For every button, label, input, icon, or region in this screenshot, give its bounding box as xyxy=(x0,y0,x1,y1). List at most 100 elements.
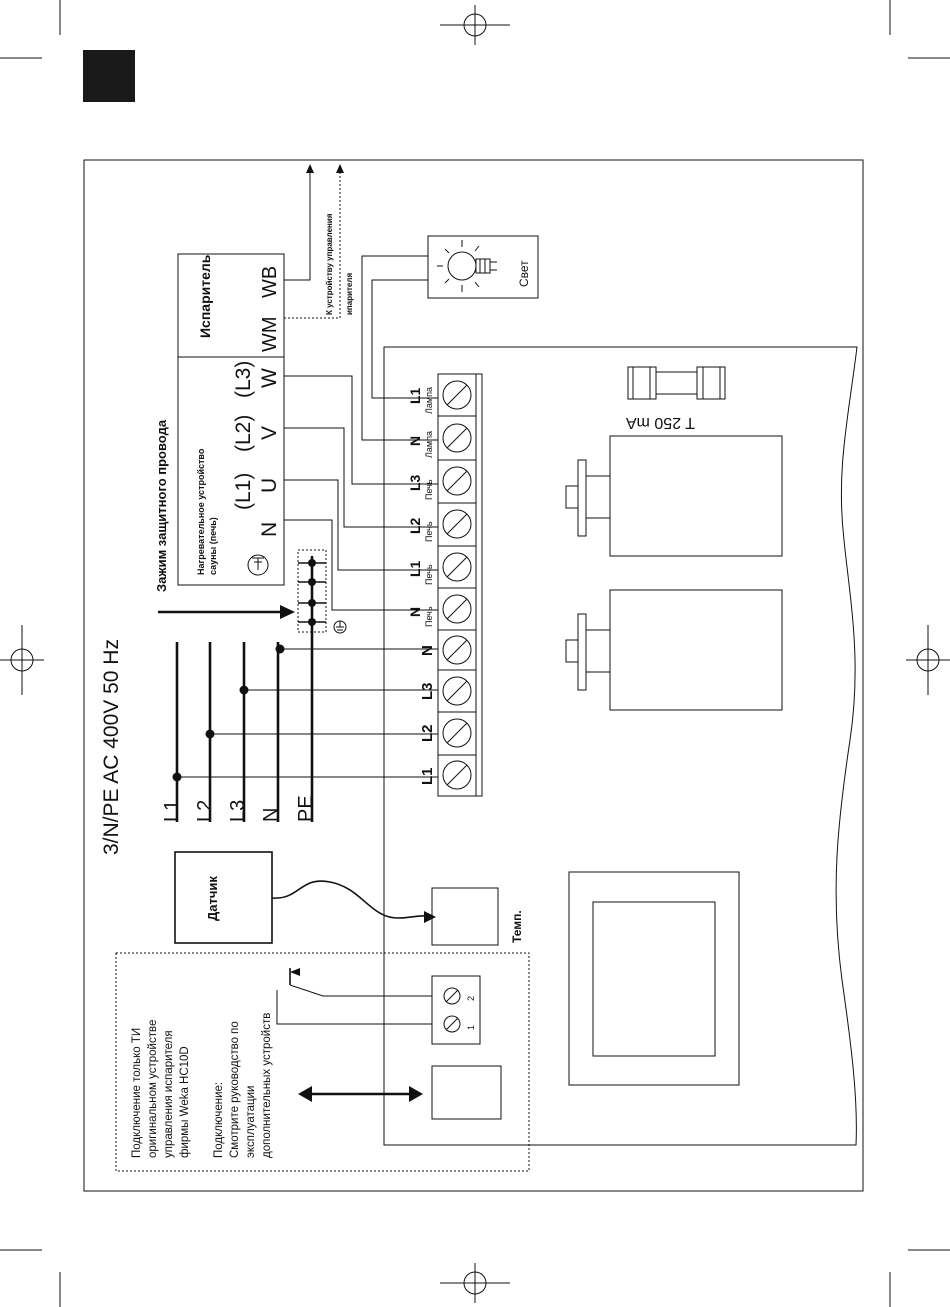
terminal-labels-lamp: N Лампа L1 Лампа xyxy=(407,387,434,458)
heater-wiring xyxy=(284,375,438,611)
terminal-sub-heater-l2: Печь xyxy=(424,521,434,542)
page-marker-square xyxy=(83,50,135,102)
switch-terminal-1: 1 xyxy=(466,1025,476,1030)
supply-title: 3/N/PE AC 400V 50 Hz xyxy=(100,639,123,855)
supply-label-pe: PE xyxy=(295,795,317,822)
relay-top xyxy=(565,435,783,557)
terminal-label-heater-l3: L3 xyxy=(407,474,423,491)
evaporator-control-wiring xyxy=(284,164,344,319)
note-text: Подключение только ТИ оригинальном устро… xyxy=(131,1013,273,1158)
terminal-label-l1: L1 xyxy=(419,767,436,785)
note-line-2: оригинальном устройстве xyxy=(147,1020,159,1158)
terminal-label-l3: L3 xyxy=(419,682,436,700)
supply-label-l1: L1 xyxy=(161,800,183,822)
heater-terminal-labels: (L1) (L2) (L3) N U V W xyxy=(232,361,281,537)
evaporator-terminal-wb: WB xyxy=(259,266,281,298)
sensor-cable-arrow-icon xyxy=(424,911,436,923)
temp-port-label: Темп. xyxy=(510,910,524,943)
ground-clamp xyxy=(297,549,327,633)
arrow-icon xyxy=(158,605,295,619)
heater-terminal-top-l1: (L1) xyxy=(232,473,255,510)
heater-caption-line1: Нагревательное устройство xyxy=(196,448,206,575)
heater-terminal-n: N xyxy=(258,522,281,537)
accessory-port xyxy=(431,1065,502,1120)
note-line-1: Подключение только ТИ xyxy=(131,1028,143,1158)
double-arrow-icon xyxy=(298,1086,423,1102)
ground-symbol-icon xyxy=(333,620,347,634)
heater-terminal-top-l3: (L3) xyxy=(232,361,255,398)
switch-icon xyxy=(289,968,300,985)
terminal-label-heater-l2: L2 xyxy=(407,517,423,534)
ground-clamp-label: Зажим защитного провода xyxy=(154,419,169,592)
note-line-8: дополнительных устройств xyxy=(261,1013,273,1158)
temp-port xyxy=(431,887,499,946)
evaporator-control-label-line2: ипарителя xyxy=(345,273,354,315)
heater-terminal-v: V xyxy=(258,426,281,440)
note-line-7: эксплуатации xyxy=(245,1086,257,1158)
terminal-label-heater-n: N xyxy=(407,607,423,617)
supply-line-labels: L1 L2 L3 N PE xyxy=(161,795,317,822)
screw-icon xyxy=(442,466,472,496)
registration-mark-top xyxy=(440,5,510,45)
registration-mark-right xyxy=(906,625,950,695)
fuse-label: T 250 mA xyxy=(626,414,695,431)
terminal-label-n: N xyxy=(419,645,436,656)
terminal-sub-heater-l3: Печь xyxy=(424,479,434,500)
display-panel xyxy=(568,871,740,1086)
heater-terminal-w: W xyxy=(258,368,281,388)
terminal-labels-main: L1 L2 L3 N xyxy=(419,645,436,785)
terminal-screws xyxy=(442,380,472,790)
switch-wiring xyxy=(276,984,432,1025)
terminal-labels-heater: N Печь L1 Печь L2 Печь L3 Печь xyxy=(407,474,434,627)
switch-terminal-box xyxy=(431,975,481,1045)
note-line-5: Подключение: xyxy=(213,1082,225,1158)
device-outline xyxy=(383,346,858,1146)
supply-label-l3: L3 xyxy=(227,800,249,822)
lamp-label: Свет xyxy=(517,260,531,287)
fuse-icon xyxy=(627,366,726,400)
terminal-label-lamp-l1: L1 xyxy=(407,387,423,404)
light-bulb-icon xyxy=(437,240,497,292)
screw-icon xyxy=(442,423,472,453)
switch-terminal-2: 2 xyxy=(466,996,476,1001)
relay-bottom xyxy=(565,589,783,711)
sensor-box xyxy=(174,851,273,944)
lamp-box xyxy=(427,235,539,299)
terminal-label-l2: L2 xyxy=(419,724,436,742)
screw-icon xyxy=(442,552,472,582)
screw-icon xyxy=(442,594,472,624)
evaporator-control-label-line1: К устройству управления xyxy=(325,213,334,315)
evaporator-box xyxy=(177,253,285,358)
screw-icon xyxy=(442,760,472,790)
lamp-wiring xyxy=(361,255,438,441)
sensor-cable xyxy=(271,880,429,919)
heater-box xyxy=(177,356,285,586)
heater-terminal-u: U xyxy=(258,478,281,493)
registration-mark-left xyxy=(0,625,44,695)
note-box xyxy=(115,952,530,1172)
registration-mark-bottom xyxy=(440,1263,510,1303)
terminal-sub-lamp-n: Лампа xyxy=(424,431,434,458)
terminal-label-lamp-n: N xyxy=(407,436,423,446)
screw-icon xyxy=(442,718,472,748)
heater-ground-icon xyxy=(247,554,269,576)
supply-connections xyxy=(177,648,438,778)
screw-icon xyxy=(442,676,472,706)
terminal-sub-heater-n: Печь xyxy=(424,606,434,627)
terminal-sub-heater-l1: Печь xyxy=(424,564,434,585)
screw-icon xyxy=(442,380,472,410)
evaporator-terminal-wm: WM xyxy=(259,316,281,352)
heater-caption-line2: сауны (печь) xyxy=(208,517,218,575)
supply-label-n: N xyxy=(260,808,282,822)
note-line-4: фирмы Weka HC10D xyxy=(179,1046,191,1158)
terminal-label-heater-l1: L1 xyxy=(407,560,423,577)
terminal-sub-lamp-l1: Лампа xyxy=(424,387,434,414)
heater-terminal-top-l2: (L2) xyxy=(232,415,255,452)
screw-icon xyxy=(443,1015,461,1033)
sensor-label: Датчик xyxy=(205,876,220,921)
note-line-6: Смотрите руководство по xyxy=(229,1021,241,1158)
switch-terminal-screws xyxy=(443,987,461,1033)
terminal-block xyxy=(437,373,483,797)
